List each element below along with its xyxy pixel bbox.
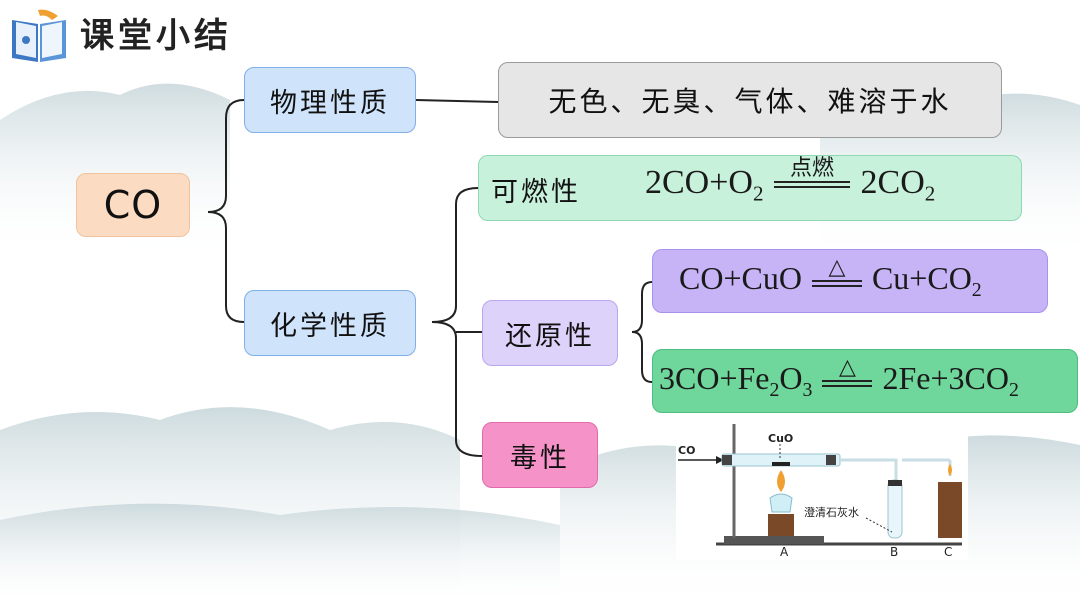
page-title: 课堂小结 [80, 16, 232, 56]
cuo-eq-right-sub: 2 [971, 278, 982, 301]
combustion-eq-left-sub: 2 [752, 181, 764, 206]
combustion-condition-label: 点燃 [790, 156, 835, 182]
fe2o3-reduction-node: 3CO+Fe2O3 △ 2Fe+3CO2 [652, 349, 1078, 413]
chemical-property-node: 化学性质 [244, 290, 416, 356]
limewater-label: 澄清石灰水 [804, 505, 859, 519]
reducibility-label: 还原性 [505, 320, 595, 352]
fe2o3-reduction-equation: 3CO+Fe2O3 △ 2Fe+3CO2 [659, 354, 1019, 402]
chemical-property-label: 化学性质 [270, 310, 390, 342]
double-line [811, 279, 862, 287]
physical-property-desc: 无色、无臭、气体、难溶于水 [498, 62, 1002, 138]
combustion-eq-right: 2CO [860, 164, 925, 201]
label-c: C [944, 545, 952, 559]
alcohol-lamp [769, 493, 793, 513]
cuo-condition: △ [811, 254, 862, 287]
burner-stand [768, 514, 794, 536]
combustion-eq-left: 2CO+O [645, 164, 753, 201]
gas-label: CO [678, 444, 695, 457]
cuo-powder [772, 462, 790, 466]
fe-condition: △ [822, 354, 873, 387]
fe-eq-left-b: O [779, 360, 803, 396]
cuo-label: CuO [768, 432, 793, 445]
combustibility-node: 可燃性 2CO+O2 点燃 2CO2 [478, 155, 1022, 221]
test-tube-b [887, 479, 903, 539]
combustibility-label: 可燃性 [491, 177, 581, 208]
fe-eq-right: 2Fe+3CO [882, 360, 1009, 396]
reducibility-node: 还原性 [482, 300, 618, 366]
physical-property-node: 物理性质 [244, 67, 416, 133]
double-line [774, 181, 851, 189]
combustion-eq-right-sub: 2 [924, 181, 936, 206]
label-b: B [890, 545, 898, 559]
stand-base [724, 536, 824, 544]
fe-eq-sub-b: 3 [802, 378, 813, 401]
experiment-apparatus-image: CO CuO 澄清石灰水 A B C [676, 420, 968, 560]
cuo-reduction-node: CO+CuO △ Cu+CO2 [652, 249, 1048, 313]
combustion-condition: 点燃 [774, 156, 851, 189]
fe-eq-right-sub: 2 [1008, 378, 1019, 401]
double-line [822, 379, 873, 387]
label-a: A [780, 545, 789, 559]
book-logo-icon [12, 9, 66, 62]
toxicity-node: 毒性 [482, 422, 598, 488]
center-node-label: CO [103, 183, 163, 227]
fe-condition-label: △ [838, 354, 856, 380]
center-node-co: CO [76, 173, 190, 237]
cuo-condition-label: △ [828, 254, 846, 280]
physical-property-desc-text: 无色、无臭、气体、难溶于水 [548, 85, 952, 118]
combustion-equation: 2CO+O2 点燃 2CO2 [645, 158, 936, 206]
fe-eq-left-a: 3CO+Fe [659, 360, 770, 396]
cuo-eq-left: CO+CuO [679, 260, 802, 296]
toxicity-label: 毒性 [510, 442, 570, 474]
flame-icon [777, 470, 785, 492]
stand-c [938, 482, 962, 538]
cuo-eq-right: Cu+CO [871, 260, 972, 296]
physical-property-label: 物理性质 [270, 87, 390, 119]
flame-c-icon [948, 464, 952, 476]
fe-eq-sub-a: 2 [769, 378, 780, 401]
cuo-reduction-equation: CO+CuO △ Cu+CO2 [679, 254, 982, 302]
